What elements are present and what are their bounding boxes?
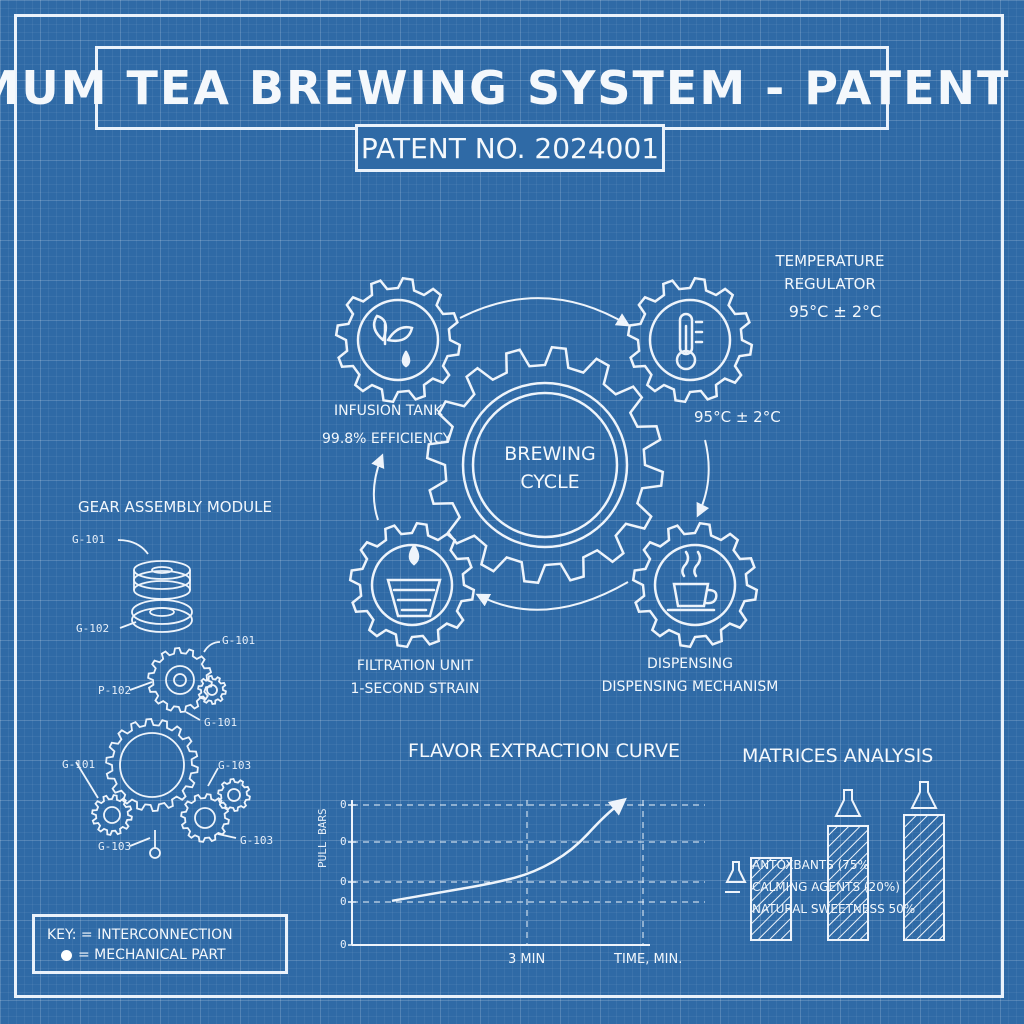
patent-number-box: PATENT NO. 2024001 (355, 124, 665, 172)
dispensing-gear-ring-1 (653, 543, 737, 627)
key-legend: KEY: = INTERCONNECTION = MECHANICAL PART (32, 914, 288, 974)
heater-gear (626, 276, 754, 404)
cycle-arrow-left (371, 453, 385, 521)
filtration-gear (348, 521, 476, 649)
infusion-gear-ring-1 (356, 298, 440, 382)
side-gear-6-ring-1 (227, 788, 241, 802)
matrix-item-3: NATURAL SWEETNESS 50% (752, 902, 916, 916)
callout-g102: G-102 (76, 622, 110, 635)
page-title: MUM TEA BREWING SYSTEM - PATENT (0, 61, 1011, 115)
side-gear-3 (105, 718, 199, 812)
dispensing-gear (631, 521, 759, 649)
dispensing-detail: DISPENSING MECHANISM (601, 679, 779, 695)
matrix-item-2: CALMING AGENTS (20%) (752, 880, 900, 894)
heater-gear-ring-1 (648, 298, 732, 382)
callout-g103-a: G-103 (218, 759, 252, 772)
gear-stack-top (133, 560, 191, 600)
temperature-regulator-value: 95°C ± 2°C (788, 302, 882, 321)
heater-detail: 95°C ± 2°C (694, 408, 781, 426)
side-gear-6 (217, 778, 251, 812)
side-gear-4 (91, 794, 133, 836)
central-gear (425, 345, 665, 585)
cycle-arrow-right (696, 439, 710, 518)
y-tick-5: 0 (340, 938, 347, 951)
infusion-tank-detail: 99.8% EFFICIENCY (322, 431, 452, 447)
filtration-gear-ring-1 (370, 543, 454, 627)
side-gear-1-ring-2 (173, 673, 187, 687)
key-mechanical-part: = MECHANICAL PART (78, 947, 226, 963)
y-tick-2: 0 (340, 835, 347, 848)
filtration-detail: 1-SECOND STRAIN (350, 681, 480, 697)
temperature-regulator-label-1: TEMPERATURE (775, 252, 885, 270)
flavor-curve (391, 797, 627, 903)
filter-drop-icon (386, 544, 442, 618)
callout-g101-a: G-101 (72, 533, 106, 546)
callout-g101-c: G-101 (204, 716, 238, 729)
infusion-tank-label: INFUSION TANK (334, 403, 443, 419)
matrix-bar-2 (827, 825, 869, 941)
central-gear-ring-2 (471, 391, 619, 539)
cup-icon (666, 550, 718, 612)
matrices-title: MATRICES ANALYSIS (742, 745, 934, 767)
matrix-bar-1 (750, 857, 792, 941)
y-tick-3: 0 (340, 875, 347, 888)
x-tick-3min: 3 MIN (508, 952, 546, 967)
matrix-item-1: ANTOXBANTS (75% (752, 858, 869, 872)
flask-icons (725, 781, 938, 893)
side-gear-1-ring-1 (165, 665, 195, 695)
side-gear-2-ring-1 (206, 684, 218, 696)
flavor-chart-ylabel: PULL BARS (316, 808, 329, 868)
flavor-chart (348, 797, 705, 946)
thermometer-icon (675, 312, 704, 371)
y-tick-1: 0 (340, 798, 347, 811)
mechanical-part-dot-icon (61, 949, 72, 961)
key-interconnection: KEY: = INTERCONNECTION (47, 927, 233, 943)
side-gear-4-ring-1 (103, 806, 121, 824)
gear-module-title: GEAR ASSEMBLY MODULE (78, 498, 272, 516)
gear-disc-mid (131, 599, 193, 633)
key-mechanical-part-row: = MECHANICAL PART (47, 945, 273, 965)
flavor-chart-title: FLAVOR EXTRACTION CURVE (408, 740, 681, 762)
callout-p102: P-102 (98, 684, 132, 697)
side-gear-2 (197, 675, 227, 705)
brewing-cycle-label: BREWING CYCLE (504, 443, 596, 493)
x-axis-label: TIME, MIN. (614, 952, 683, 967)
side-gear-3-ring-1 (119, 732, 185, 798)
patent-number: PATENT NO. 2024001 (360, 131, 660, 165)
side-gear-1 (147, 647, 213, 713)
cycle-arrow-bottom (475, 581, 629, 611)
callout-g103-c: G-103 (240, 834, 274, 847)
callout-g101-b: G-101 (222, 634, 256, 647)
central-gear-ring-1 (461, 381, 629, 549)
dispensing-label: DISPENSING (647, 656, 733, 672)
callout-g103-b: G-103 (98, 840, 132, 853)
cycle-arrow-top (459, 297, 631, 327)
leaf-drop-icon (372, 314, 414, 368)
matrix-bar-3 (903, 814, 945, 941)
temperature-regulator-label-2: REGULATOR (784, 275, 876, 293)
side-gear-5-ring-1 (194, 807, 216, 829)
matrices-bars (725, 781, 945, 941)
y-tick-4: 0 (340, 895, 347, 908)
infusion-gear (334, 276, 462, 404)
side-gear-5 (180, 793, 230, 843)
blueprint-frame (14, 14, 1004, 998)
filtration-label: FILTRATION UNIT (356, 658, 474, 674)
callout-g101-d: G-101 (62, 758, 96, 771)
